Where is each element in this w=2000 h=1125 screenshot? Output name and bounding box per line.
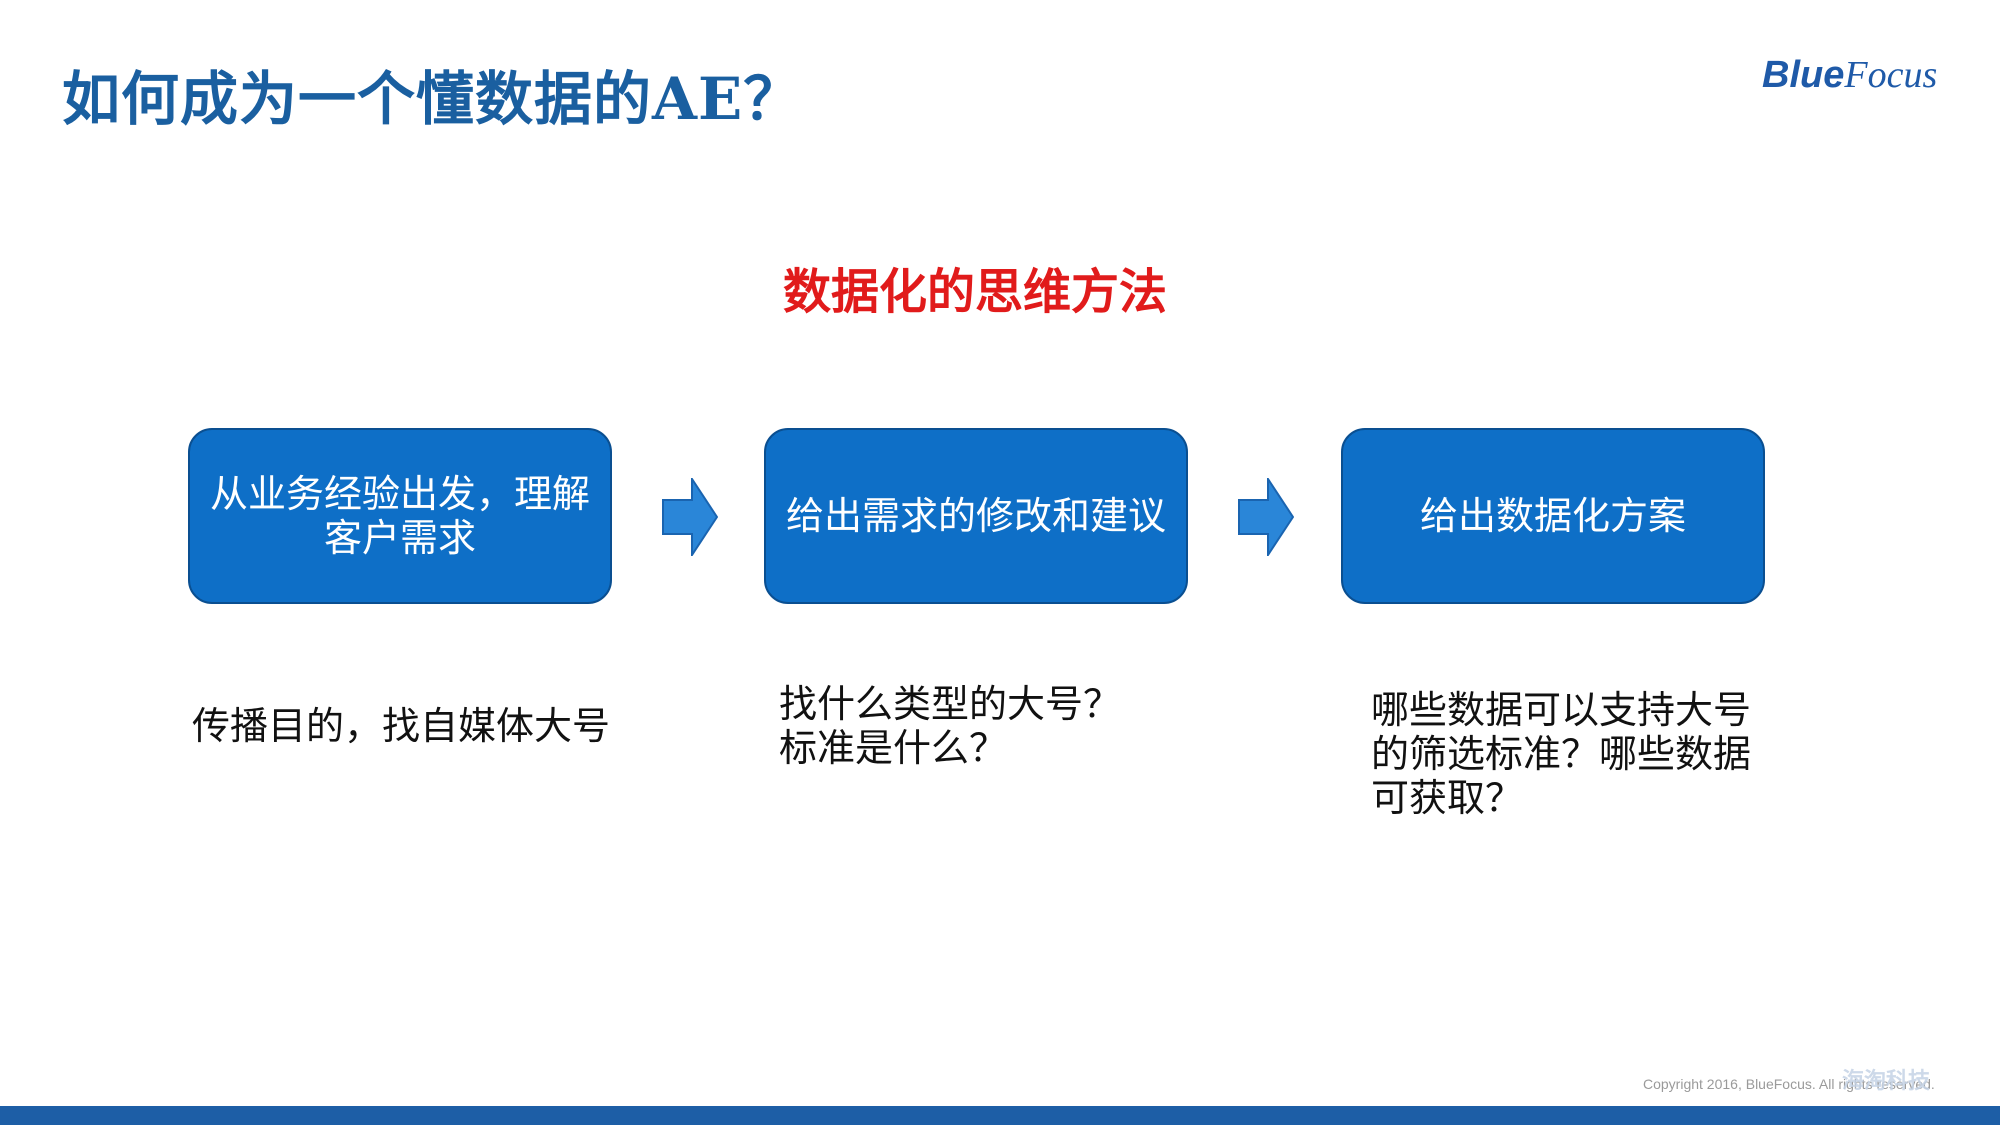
description-2-line-1: 找什么类型的大号？ xyxy=(779,682,1122,726)
step-box-3: 给出数据化方案 xyxy=(1341,428,1765,604)
step-3-line-1: 给出数据化方案 xyxy=(1419,494,1686,538)
description-1-line-1: 传播目的，找自媒体大号 xyxy=(192,704,611,748)
section-heading: 数据化的思维方法 xyxy=(782,264,1167,320)
watermark: 海淘科技 xyxy=(1842,1068,1931,1093)
step-1-line-1: 从业务经验出发，理解 xyxy=(209,472,590,516)
step-1-line-2: 客户需求 xyxy=(323,516,476,560)
step-2-line-1: 给出需求的修改和建议 xyxy=(785,494,1166,538)
logo-blue-text: Blue xyxy=(1762,54,1845,96)
description-1: 传播目的，找自媒体大号 xyxy=(192,704,610,748)
logo-focus-text: Focus xyxy=(1844,54,1938,96)
right-arrow-icon xyxy=(662,478,718,556)
bluefocus-logo: BlueFocus xyxy=(1762,52,1937,97)
step-box-2: 给出需求的修改和建议 xyxy=(764,428,1188,604)
description-2: 找什么类型的大号？ 标准是什么？ xyxy=(779,682,1121,770)
description-3-line-2: 的筛选标准？哪些数据 xyxy=(1371,732,1752,776)
bottom-bar xyxy=(0,1106,2000,1125)
copyright-text: Copyright 2016, BlueFocus. All rights re… xyxy=(1643,1076,1935,1092)
description-3-line-3: 可获取？ xyxy=(1371,776,1524,820)
description-3: 哪些数据可以支持大号 的筛选标准？哪些数据 可获取？ xyxy=(1371,688,1751,820)
description-2-line-2: 标准是什么？ xyxy=(779,726,1008,770)
slide-title: 如何成为一个懂数据的AE？ xyxy=(62,65,803,133)
description-3-line-1: 哪些数据可以支持大号 xyxy=(1371,688,1752,732)
step-box-1: 从业务经验出发，理解 客户需求 xyxy=(188,428,612,604)
right-arrow-icon xyxy=(1238,478,1294,556)
